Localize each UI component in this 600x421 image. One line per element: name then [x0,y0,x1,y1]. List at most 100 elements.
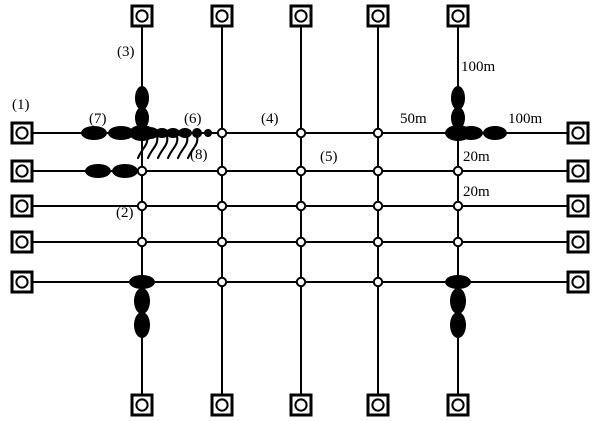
segment-marker-horizontal [483,126,507,140]
terminal-circle-icon [15,164,29,178]
dimension-label-d4: 20m [463,149,490,165]
terminal-left-3[interactable] [10,194,34,218]
junction-node [372,276,384,288]
junction-node [452,236,464,248]
segment-marker-vertical [450,288,466,314]
terminal-left-5[interactable] [10,270,34,294]
hatch-hook [166,134,179,160]
terminal-right-2[interactable] [566,159,590,183]
junction-node [136,200,148,212]
terminal-top-2[interactable] [210,4,234,28]
segment-marker-vertical [451,107,465,129]
terminal-circle-icon [451,9,465,23]
segment-marker-vertical [135,107,149,129]
small-node-marker [204,129,212,137]
segment-marker-horizontal [129,125,155,141]
segment-marker-vertical [450,312,466,338]
segment-marker-horizontal [178,128,192,138]
terminal-circle-icon [15,275,29,289]
dimension-label-d5: 20m [463,184,490,200]
junction-node [372,236,384,248]
terminal-bottom-2[interactable] [210,393,234,417]
terminal-circle-icon [15,235,29,249]
segment-marker-vertical [451,86,465,110]
junction-node [136,165,148,177]
terminal-circle-icon [215,9,229,23]
terminal-circle-icon [135,9,149,23]
segment-marker-horizontal [166,128,180,138]
callout-label-4: (4) [261,111,279,127]
small-node-marker [192,128,202,138]
segment-marker-horizontal [112,164,138,178]
segment-marker-vertical [135,86,149,110]
terminal-circle-icon [15,199,29,213]
junction-node [295,200,307,212]
terminal-circle-icon [294,9,308,23]
callout-label-6: (6) [184,111,202,127]
junction-node [372,165,384,177]
segment-marker-horizontal [155,128,169,138]
terminal-circle-icon [371,9,385,23]
terminal-right-5[interactable] [566,270,590,294]
segment-marker-horizontal [85,164,111,178]
segment-marker-vertical [134,312,150,338]
terminal-bottom-3[interactable] [289,393,313,417]
terminal-circle-icon [571,164,585,178]
segment-markers-group [81,86,507,338]
junction-node [295,127,307,139]
terminal-bottom-1[interactable] [130,393,154,417]
junction-node [372,127,384,139]
terminal-top-1[interactable] [130,4,154,28]
segment-marker-vertical [134,288,150,314]
junction-node [136,236,148,248]
junction-node [216,276,228,288]
callout-label-8: (8) [190,147,208,163]
junction-node [295,236,307,248]
terminal-right-3[interactable] [566,194,590,218]
callout-label-5: (5) [320,149,338,165]
junction-node [295,165,307,177]
terminal-circle-icon [215,398,229,412]
terminal-circle-icon [15,126,29,140]
terminal-right-4[interactable] [566,230,590,254]
terminal-left-4[interactable] [10,230,34,254]
segment-marker-horizontal [108,126,134,140]
callout-label-7: (7) [89,111,107,127]
dimension-label-d1: 100m [461,59,496,75]
segment-marker-horizontal [445,275,471,289]
terminal-bottom-4[interactable] [366,393,390,417]
terminal-circle-icon [571,126,585,140]
callout-label-2: (2) [116,205,134,221]
terminal-top-3[interactable] [289,4,313,28]
hatch-hook [176,134,189,160]
terminal-left-1[interactable] [10,121,34,145]
junction-node [295,276,307,288]
segment-marker-horizontal [129,275,155,289]
terminal-circle-icon [571,235,585,249]
callout-label-3: (3) [117,44,135,60]
hatch-hook [146,134,159,160]
terminal-circle-icon [135,398,149,412]
junction-node [216,165,228,177]
hatch-hook [156,134,169,160]
hatch-hook [186,134,199,160]
junction-node [452,200,464,212]
junction-node [372,200,384,212]
dimension-label-d3: 100m [508,111,543,127]
segment-marker-horizontal [81,126,107,140]
junction-node [216,236,228,248]
terminal-circle-icon [371,398,385,412]
junction-node [216,200,228,212]
dimension-label-d2: 50m [400,111,427,127]
segment-marker-horizontal [445,125,471,141]
terminal-top-4[interactable] [366,4,390,28]
terminal-bottom-5[interactable] [446,393,470,417]
terminal-circle-icon [294,398,308,412]
terminal-right-1[interactable] [566,121,590,145]
terminal-top-5[interactable] [446,4,470,28]
terminals-group [10,4,590,417]
terminal-circle-icon [451,398,465,412]
terminal-left-2[interactable] [10,159,34,183]
